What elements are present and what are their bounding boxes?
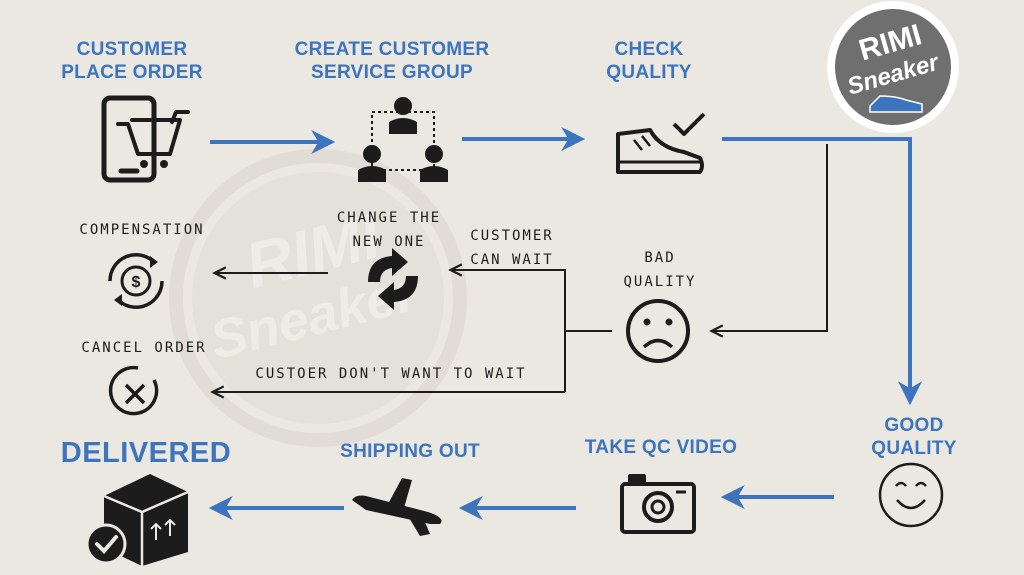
good-quality-line1: GOOD <box>884 415 944 436</box>
arrow-bad-to-change <box>452 270 566 392</box>
black-arrows <box>214 144 828 392</box>
group-icon <box>358 97 448 182</box>
phone-cart-icon <box>101 95 190 183</box>
edge-dont-wait-label: CUSTOER DON'T WANT TO WAIT <box>255 366 527 382</box>
arrow-check-to-bad <box>713 144 828 331</box>
step-compensation-label: COMPENSATION <box>79 222 205 238</box>
place-order-line1: CUSTOMER <box>76 39 188 60</box>
blue-arrows <box>208 127 922 520</box>
step-bad-quality-label: BAD QUALITY <box>612 246 708 294</box>
sneaker-check-icon <box>616 112 706 174</box>
cancel-circle-icon <box>108 365 159 416</box>
refresh-icon <box>368 248 418 310</box>
can-wait-line2: CAN WAIT <box>470 252 554 268</box>
smile-face-icon <box>878 462 944 528</box>
bad-quality-line1: BAD <box>644 250 676 266</box>
step-change-new-label: CHANGE THE NEW ONE <box>324 206 454 254</box>
check-quality-line2: QUALITY <box>606 62 692 83</box>
camera-icon <box>620 474 696 534</box>
service-group-line2: SERVICE GROUP <box>311 62 473 83</box>
step-delivered-label: DELIVERED <box>60 437 232 469</box>
brand-logo: RIMI Sneaker <box>827 1 959 133</box>
change-new-line2: NEW ONE <box>352 234 426 250</box>
good-quality-line2: QUALITY <box>871 438 957 459</box>
can-wait-line1: CUSTOMER <box>470 228 554 244</box>
place-order-line2: PLACE ORDER <box>61 62 203 83</box>
step-check-quality-label: CHECK QUALITY <box>584 38 714 84</box>
edge-can-wait-label: CUSTOMER CAN WAIT <box>454 224 570 272</box>
step-shipping-out-label: SHIPPING OUT <box>340 441 480 462</box>
airplane-icon <box>352 478 442 536</box>
step-good-quality-label: GOOD QUALITY <box>852 414 976 460</box>
step-service-group-label: CREATE CUSTOMER SERVICE GROUP <box>272 38 512 84</box>
box-check-icon <box>85 474 189 566</box>
change-new-line1: CHANGE THE <box>336 210 442 226</box>
check-quality-line1: CHECK <box>614 39 684 60</box>
step-take-qc-video-label: TAKE QC VIDEO <box>584 437 738 458</box>
dollar-refresh-icon: $ <box>108 253 164 309</box>
svg-text:$: $ <box>132 274 141 291</box>
step-place-order-label: CUSTOMER PLACE ORDER <box>42 38 222 84</box>
arrow-check-to-good <box>722 137 922 406</box>
service-group-line1: CREATE CUSTOMER <box>294 39 490 60</box>
watermark: RIMI Sneaker <box>169 149 467 447</box>
sad-face-icon <box>626 299 690 363</box>
bad-quality-line2: QUALITY <box>623 274 697 290</box>
step-cancel-order-label: CANCEL ORDER <box>81 340 207 356</box>
